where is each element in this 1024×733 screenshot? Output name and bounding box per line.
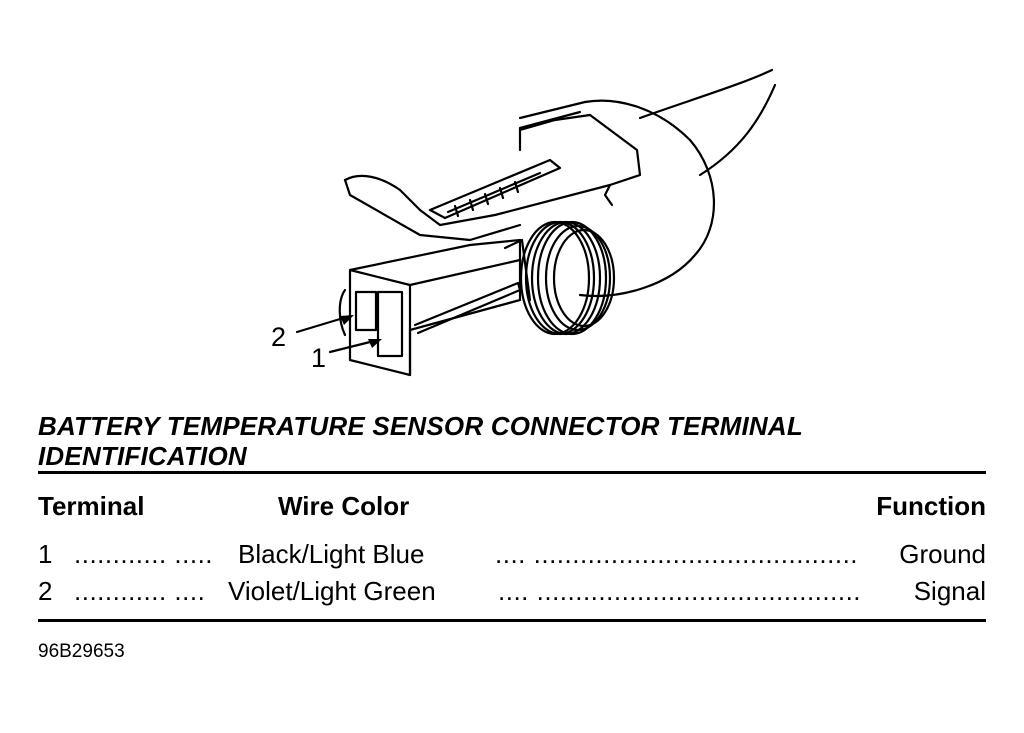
- row-1-function: Ground: [899, 539, 986, 569]
- wire-lower: [698, 83, 777, 177]
- wire-upper: [638, 68, 774, 120]
- latch: [343, 113, 642, 227]
- row-2-lead-dots: ............ ....: [74, 578, 206, 604]
- connector-body: [578, 99, 715, 297]
- callout-terminal-1: 1: [311, 343, 327, 373]
- coil-spring: [519, 220, 616, 336]
- row-2-function: Signal: [913, 576, 986, 606]
- callout-terminal-2: 2: [271, 322, 287, 352]
- row-1-lead-dots: ............ .....: [74, 541, 214, 567]
- connector-illustration: [295, 68, 777, 377]
- row-1-trail-dots: .... ...................................…: [495, 541, 859, 567]
- terminal-cavity-2: [354, 290, 378, 332]
- terminal-cavity-1: [376, 290, 404, 358]
- row-2-trail-dots: .... ...................................…: [498, 578, 862, 604]
- row-2-terminal: 2: [38, 576, 53, 606]
- row-2-wire-color: Violet/Light Green: [228, 576, 436, 606]
- row-1-wire-color: Black/Light Blue: [238, 539, 425, 569]
- figure-id: 96B29653: [38, 641, 125, 662]
- top-rule: [38, 471, 986, 474]
- arrow-terminal-2: [295, 314, 352, 334]
- header-wire-color: Wire Color: [278, 491, 410, 521]
- row-1-terminal: 1: [38, 539, 53, 569]
- page-title: BATTERY TEMPERATURE SENSOR CONNECTOR TER…: [38, 411, 803, 471]
- header-function: Function: [876, 491, 986, 521]
- bottom-rule: [38, 619, 986, 622]
- header-terminal: Terminal: [38, 491, 145, 521]
